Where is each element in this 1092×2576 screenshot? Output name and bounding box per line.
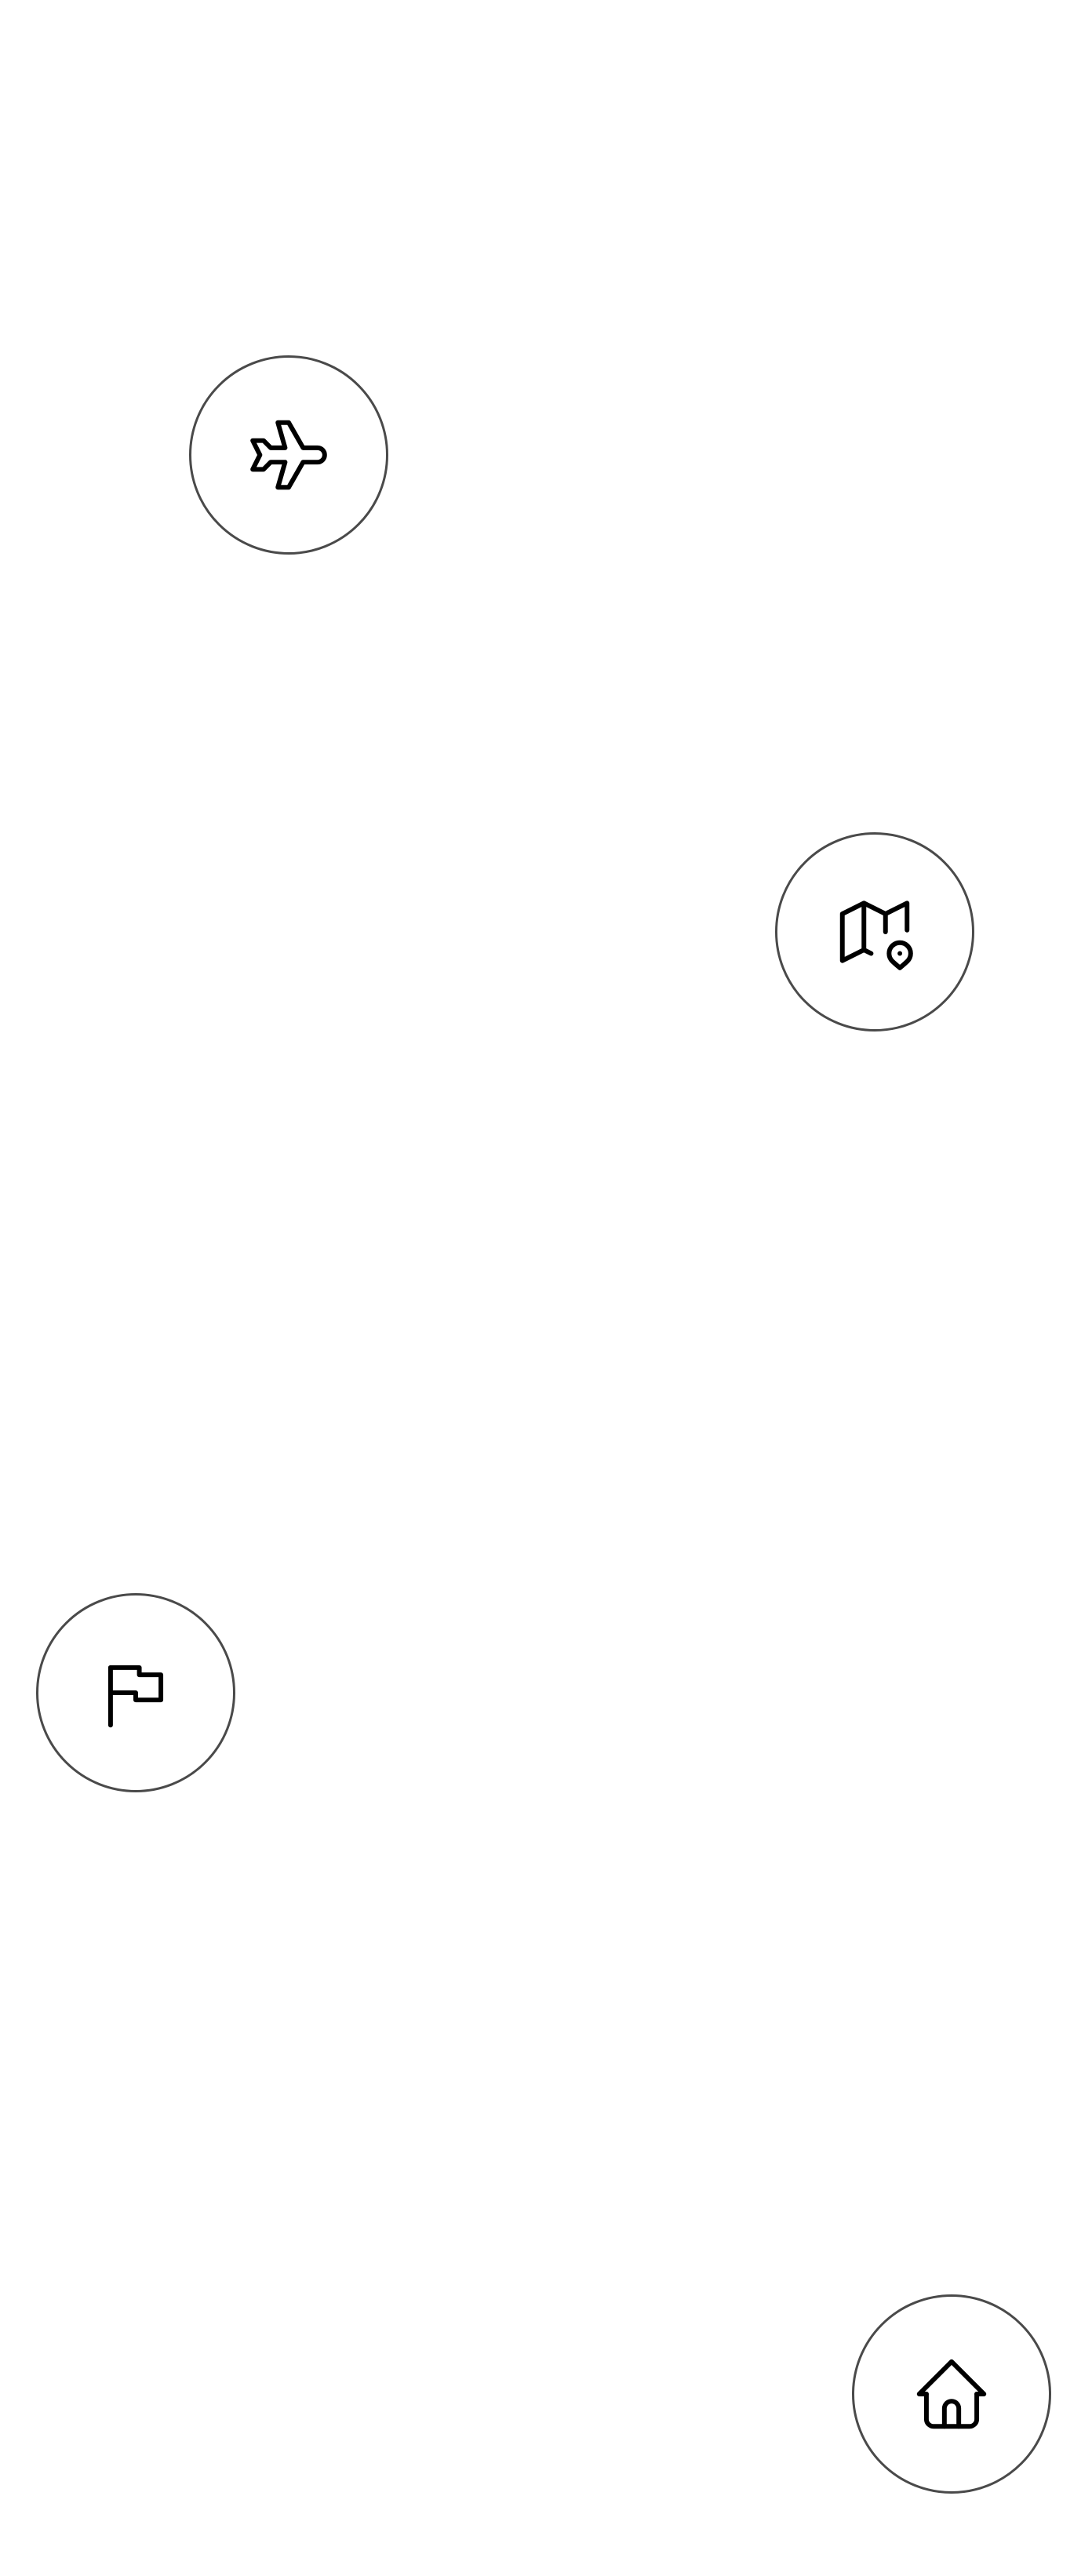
home-button[interactable] (852, 2294, 1051, 2494)
home-icon (908, 2351, 995, 2437)
airplane-icon (246, 412, 332, 498)
flag-icon (93, 1650, 179, 1736)
flag-button[interactable] (36, 1593, 235, 1792)
airplane-button[interactable] (189, 355, 388, 555)
map-pin-icon (832, 889, 918, 975)
map-button[interactable] (775, 832, 974, 1031)
